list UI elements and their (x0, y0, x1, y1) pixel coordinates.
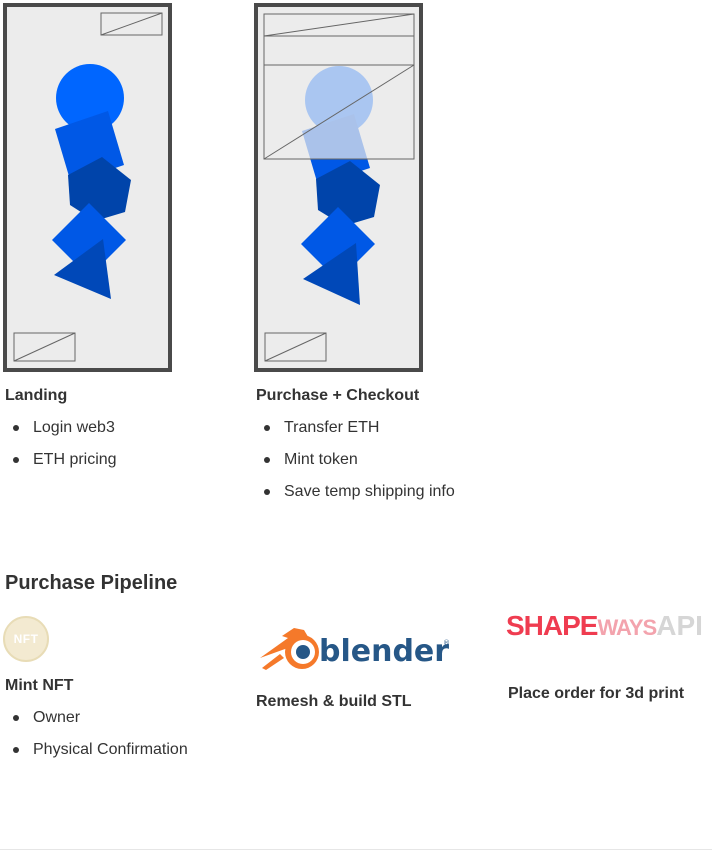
checkout-bullets: Transfer ETH Mint token Save temp shippi… (256, 419, 455, 515)
modal-overlay (263, 13, 415, 160)
shapeways-logo-shape: SHAPE (506, 610, 598, 641)
placeholder-box-top (100, 12, 163, 36)
nft-icon-label: NFT (13, 632, 39, 646)
list-item: Physical Confirmation (5, 741, 188, 773)
landing-bullets: Login web3 ETH pricing (5, 419, 117, 483)
place-order-title: Place order for 3d print (508, 685, 685, 702)
landing-mockup (3, 3, 172, 372)
blender-wordmark: blender (319, 634, 449, 669)
remesh-title: Remesh & build STL (256, 693, 412, 710)
blender-logo-icon: blender ® (260, 628, 450, 670)
heptagon-shape (68, 157, 131, 221)
triangle-shape (54, 239, 111, 299)
blender-emblem (260, 628, 319, 670)
list-item: Save temp shipping info (256, 483, 455, 515)
list-item: Transfer ETH (256, 419, 455, 451)
shapeways-logo-icon: SHAPEWAYSAPI (506, 610, 703, 642)
mint-nft-title: Mint NFT (5, 677, 74, 694)
triangle-shape (303, 243, 360, 305)
checkout-mockup-art (263, 13, 415, 362)
diamond-shape (52, 203, 126, 277)
placeholder-box-bottom (13, 332, 76, 362)
landing-title: Landing (5, 387, 68, 404)
list-item: Login web3 (5, 419, 117, 451)
svg-text:®: ® (443, 639, 450, 647)
checkout-title: Purchase + Checkout (256, 387, 420, 404)
heptagon-shape (316, 161, 380, 226)
landing-mockup-art (13, 12, 163, 362)
list-item: Mint token (256, 451, 455, 483)
placeholder-box-bottom (264, 332, 327, 362)
checkout-mockup (254, 3, 423, 372)
mint-nft-bullets: Owner Physical Confirmation (5, 709, 188, 773)
list-item: ETH pricing (5, 451, 117, 483)
shapeways-logo-api: API (656, 610, 703, 641)
list-item: Owner (5, 709, 188, 741)
nft-icon: NFT (3, 616, 49, 662)
section-heading: Purchase Pipeline (5, 572, 178, 594)
shapeways-logo-ways: WAYS (597, 615, 657, 640)
